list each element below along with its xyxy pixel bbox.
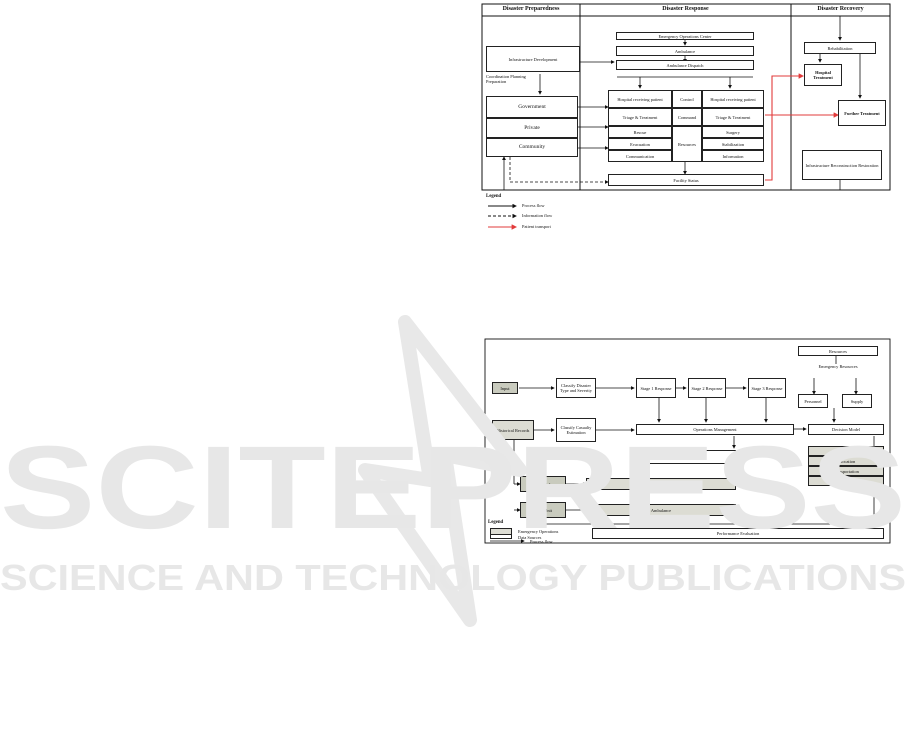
- stage3-box: Stage 3 Response: [748, 378, 786, 398]
- right-list-item: Allocation: [808, 456, 884, 466]
- figure-disaster-phases: Disaster Preparedness Disaster Response …: [480, 2, 892, 234]
- hospital-box: Hospital: [520, 476, 566, 492]
- figure-ems-model: Resources Emergency Resources Input Clas…: [484, 338, 892, 544]
- legend2-title: Legend: [488, 520, 504, 525]
- ambulance-box: Ambulance: [616, 46, 754, 56]
- legend-item: Process flow: [522, 203, 545, 208]
- historical-records-box: Historical Records: [492, 420, 534, 440]
- watermark-sub-text: SCIENCE AND TECHNOLOGY PUBLICATIONS: [0, 557, 906, 598]
- center-b-box: Command: [672, 108, 702, 126]
- eoc-box: Emergency Operations Center: [616, 32, 754, 40]
- classify-disaster-box: Classify Disaster Type and Severity: [556, 378, 596, 398]
- further-treatment-box: Further Treatment: [838, 100, 886, 126]
- private-box: Private: [486, 118, 578, 138]
- personnel-box: Personnel: [798, 394, 828, 408]
- government-box: Government: [486, 96, 578, 118]
- rehabilitation-box: Rehabilitation: [804, 42, 876, 54]
- ambulance-box: Ambulance: [586, 504, 736, 516]
- hospital-right-box: Hospital receiving patient: [702, 90, 764, 108]
- center-c-box: Resources: [672, 126, 702, 162]
- right-list-item: Communication: [808, 476, 884, 486]
- supply-box: Supply: [842, 394, 872, 408]
- stage2-box: Stage 2 Response: [688, 378, 726, 398]
- right-list-item: Coordination: [808, 446, 884, 456]
- input-box: Input: [492, 382, 518, 394]
- decision-model-box: Decision Model: [808, 424, 884, 435]
- legend2-item: Emergency Operations: [518, 529, 559, 534]
- ems-box: Emergency Medical Service: [586, 478, 736, 490]
- header-recovery: Disaster Recovery: [817, 6, 864, 12]
- stage1-box: Stage 1 Response: [636, 378, 676, 398]
- right-list-item: Transportation: [808, 466, 884, 476]
- header-response: Disaster Response: [662, 6, 709, 12]
- communication-box: Communication: [608, 150, 672, 162]
- field-unit-box: Field Unit: [520, 502, 566, 518]
- evacuation-box: Evacuation: [608, 138, 672, 150]
- hospital-left-box: Hospital receiving patient: [608, 90, 672, 108]
- stabilization-box: Stabilization: [702, 138, 764, 150]
- hospital-treatment-box: Hospital Treatment: [804, 64, 842, 86]
- emergency-resources-label: Emergency Resources: [818, 364, 858, 369]
- figure1-lines: [481, 3, 891, 230]
- facility-status-box: Facility Status: [608, 174, 764, 186]
- legend-item: Information flow: [522, 213, 553, 218]
- rescue-box: Rescue: [608, 126, 672, 138]
- community-box: Community: [486, 138, 578, 157]
- medical-services-box: Medical Services: [636, 450, 736, 464]
- infrastructure-box: Infrastructure Development: [486, 46, 580, 72]
- operations-box: Operations Management: [636, 424, 794, 435]
- dispatch-box: Ambulance Dispatch: [616, 60, 754, 70]
- surgery-box: Surgery: [702, 126, 764, 138]
- legend2-swatch: [490, 534, 512, 539]
- information-box: Information: [702, 150, 764, 162]
- triage-left-box: Triage & Treatment: [608, 108, 672, 126]
- header-preparedness: Disaster Preparedness: [502, 6, 560, 12]
- prep-side-note: Coordination Planning Preparation: [486, 74, 526, 85]
- reconstruction-box: Infrastructure Reconstruction Restoratio…: [802, 150, 882, 180]
- center-a-box: Control: [672, 90, 702, 108]
- legend-title: Legend: [486, 194, 502, 199]
- triage-right-box: Triage & Treatment: [702, 108, 764, 126]
- classify-casualty-box: Classify Casualty Estimation: [556, 418, 596, 442]
- resources-box: Resources: [798, 346, 878, 356]
- performance-evaluation-box: Performance Evaluation: [592, 528, 884, 539]
- legend2-item: Data Sources: [518, 535, 542, 540]
- legend2-item: Process flow: [530, 539, 553, 544]
- legend-item: Patient transport: [522, 224, 551, 229]
